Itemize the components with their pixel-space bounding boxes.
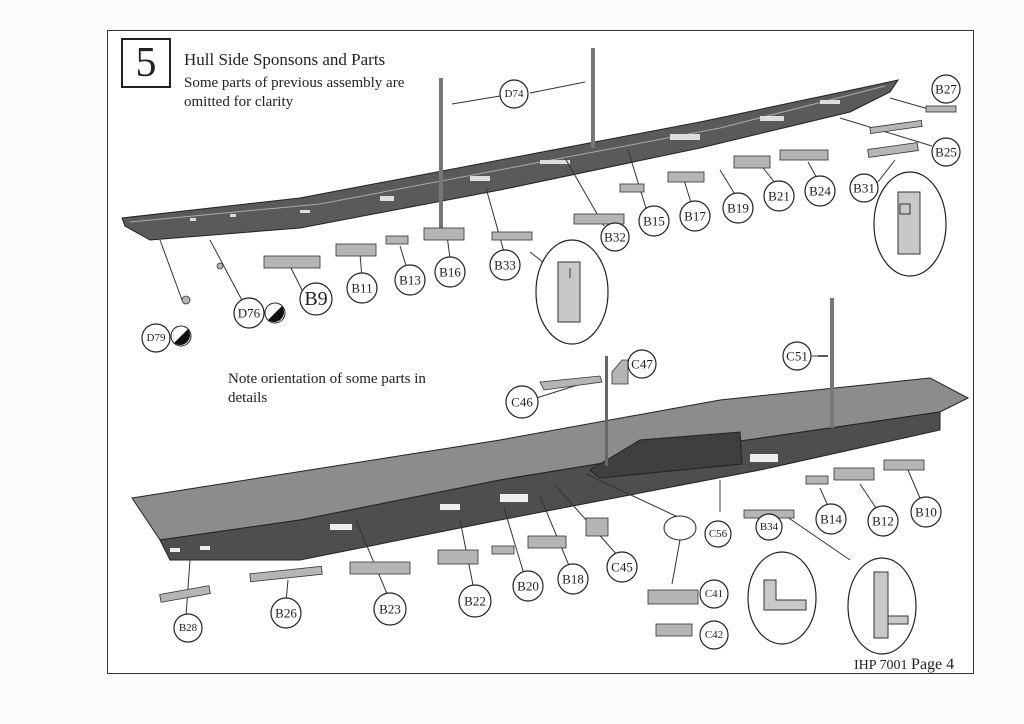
label-b18: B18	[562, 572, 584, 587]
island-structure	[589, 431, 743, 479]
label-b20: B20	[517, 579, 539, 594]
label-c45: C45	[611, 560, 633, 575]
step-title: Hull Side Sponsons and Parts	[184, 50, 386, 69]
orientation-note: Note orientation of some parts in detail…	[228, 371, 426, 406]
label-b27: B27	[935, 82, 957, 97]
label-b15: B15	[643, 214, 665, 229]
detail-circle-b34	[747, 551, 817, 645]
step-subtitle: Some parts of previous assembly are omit…	[184, 75, 405, 110]
upper-hull	[121, 79, 900, 241]
label-circles	[141, 74, 961, 650]
instruction-frame	[107, 30, 974, 674]
lower-parts	[159, 359, 925, 637]
label-b9: B9	[304, 288, 327, 310]
upper-hull-assembly	[121, 48, 900, 241]
label-c47: C47	[631, 357, 653, 372]
lower-hull-assembly	[131, 298, 970, 561]
label-b26: B26	[275, 606, 297, 621]
label-d79: D79	[147, 332, 166, 344]
label-c42: C42	[705, 629, 723, 641]
page-number: Page 4	[911, 656, 955, 673]
label-b28: B28	[179, 622, 198, 634]
label-b33: B33	[494, 258, 516, 273]
label-b17: B17	[684, 209, 706, 224]
label-b11: B11	[351, 281, 372, 296]
label-b12: B12	[872, 514, 894, 529]
label-b31: B31	[853, 181, 875, 196]
label-b13: B13	[399, 273, 421, 288]
label-b34: B34	[760, 521, 779, 533]
label-b23: B23	[379, 602, 401, 617]
label-b24: B24	[809, 184, 831, 199]
label-c51: C51	[786, 349, 808, 364]
label-b21: B21	[768, 189, 790, 204]
label-b19: B19	[727, 201, 749, 216]
part-labels: D74 B27 B25 B31 B24 B21 B19 B17 B15 B32 …	[147, 82, 958, 642]
step-number: 5	[121, 38, 171, 88]
label-b22: B22	[464, 594, 486, 609]
page-footer: IHP 7001 Page 4	[854, 656, 954, 674]
product-code: IHP 7001	[854, 658, 908, 673]
mast-right	[591, 48, 595, 148]
label-c46: C46	[511, 395, 533, 410]
mast-left	[439, 78, 443, 228]
lower-hull	[159, 411, 941, 561]
label-b16: B16	[439, 265, 461, 280]
label-b14: B14	[820, 512, 842, 527]
label-d74: D74	[505, 88, 524, 100]
upper-parts	[181, 105, 957, 305]
label-c56: C56	[709, 528, 728, 540]
detail-circle-c56	[663, 515, 697, 541]
label-b25: B25	[935, 145, 957, 160]
label-c41: C41	[705, 588, 723, 600]
half-shade-symbols	[170, 302, 286, 347]
label-d76: D76	[238, 306, 261, 321]
label-b32: B32	[604, 230, 626, 245]
label-b10: B10	[915, 505, 937, 520]
